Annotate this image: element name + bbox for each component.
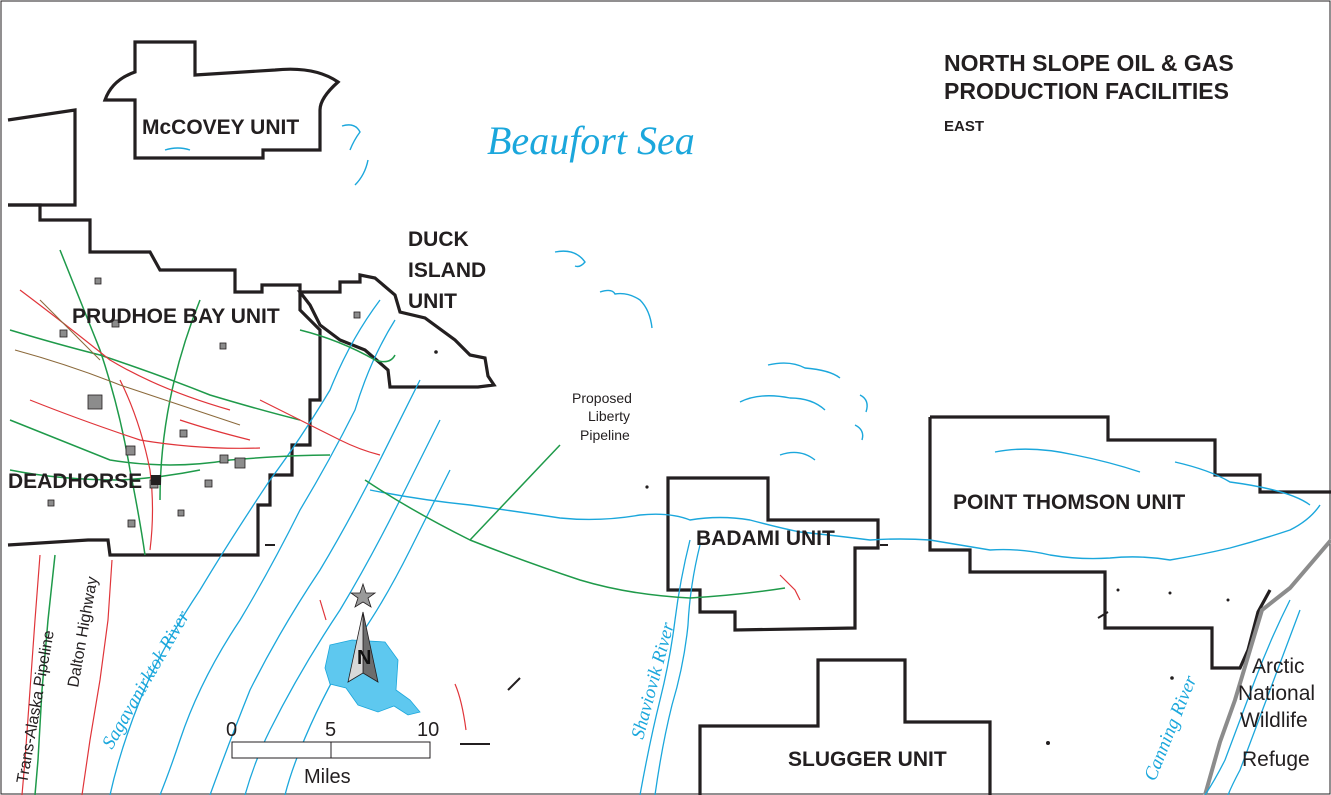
prudhoe-bay-unit-boundary [7,203,322,557]
taps-pipe-line [34,554,56,795]
prudhoe-roads [19,289,381,551]
north-arrow-icon: N [324,582,421,716]
refuge-boundary-line [1203,538,1331,795]
shaviovik-river-lines [639,539,701,795]
map-title-line-2: PRODUCTION FACILITIES [944,78,1229,104]
dalton-highway-line [81,559,113,795]
small-facility-dots [434,350,1230,745]
deadhorse-label: DEADHORSE [8,470,142,493]
refuge-label-1: Arctic [1252,655,1305,678]
liberty-label-2: Liberty [588,408,630,424]
point-thomson-unit-boundary [928,415,1331,670]
mccovey-unit-boundary [102,40,341,160]
scale-tick-5: 5 [325,719,336,741]
refuge-label-4: Refuge [1242,748,1310,771]
proposed-liberty-pipeline-line [364,479,786,599]
mainland-coastline [369,489,1321,561]
duck-island-label-2: ISLAND [408,259,486,282]
canning-river-lines [1204,599,1301,795]
beaufort-sea-label: Beaufort Sea [487,118,695,163]
liberty-label-1: Proposed [572,390,632,406]
sagavanirktok-river-lines [109,299,451,795]
refuge-label-3: Wildlife [1240,709,1308,732]
slugger-unit-label: SLUGGER UNIT [788,748,947,771]
refuge-label-2: National [1238,682,1315,705]
taps-line [21,554,41,795]
prudhoe-bay-unit-label: PRUDHOE BAY UNIT [72,305,280,328]
prudhoe-pipelines [9,249,396,556]
scale-tick-10: 10 [417,719,439,741]
coastline-islands [164,124,1311,506]
duck-island-label-1: DUCK [408,228,469,251]
deadhorse-marker [151,475,161,485]
map-title-line-1: NORTH SLOPE OIL & GAS [944,50,1234,76]
duck-island-label-3: UNIT [408,290,457,313]
liberty-label-3: Pipeline [580,427,630,443]
slugger-unit-boundary [698,658,992,795]
liberty-leader-line [469,444,561,541]
mccovey-unit-label: McCOVEY UNIT [142,116,299,139]
scale-unit-label: Miles [304,766,351,788]
prudhoe-other-lines [14,299,241,426]
point-thomson-unit-label: POINT THOMSON UNIT [953,491,1185,514]
badami-unit-label: BADAMI UNIT [696,527,835,550]
scale-bar: 0 5 10 Miles [226,719,439,788]
badami-unit-boundary [666,476,880,632]
star-icon [349,582,377,608]
scale-tick-0: 0 [226,719,237,741]
map-subtitle: EAST [944,118,984,135]
misc-facility-segments [265,544,1109,745]
duck-island-unit-boundary [296,273,497,389]
svg-text:N: N [357,647,371,669]
